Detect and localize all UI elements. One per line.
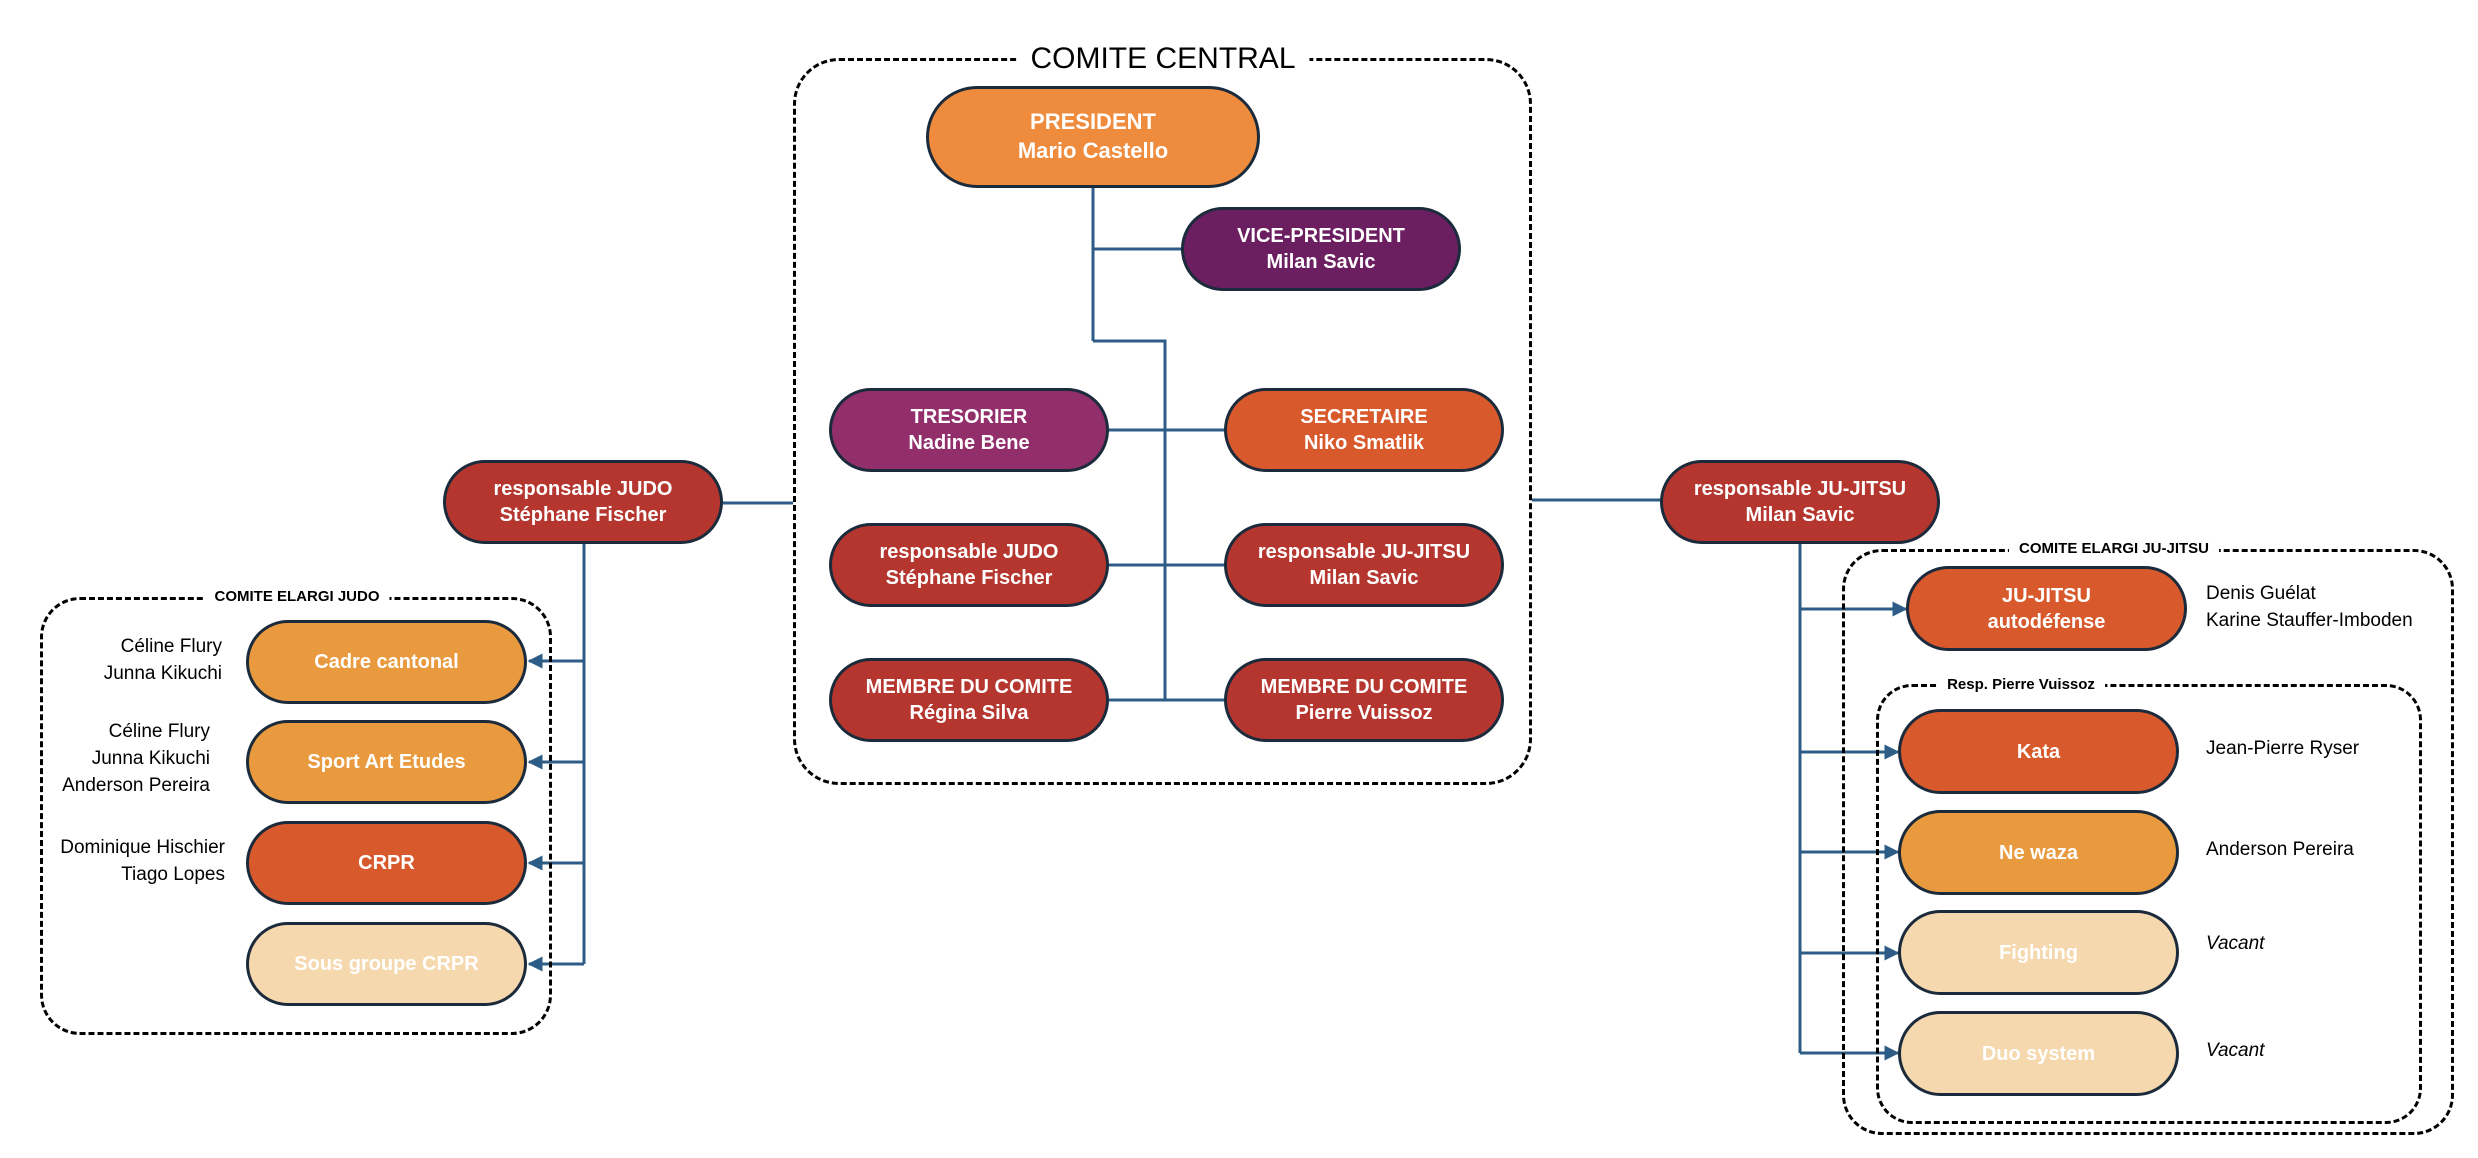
person-name: Karine Stauffer-Imboden bbox=[2206, 609, 2413, 631]
person-name: Junna Kikuchi bbox=[103, 662, 222, 684]
vice-president-node: VICE-PRESIDENT Milan Savic bbox=[1181, 207, 1461, 291]
central-resp-judo-name: Stéphane Fischer bbox=[885, 567, 1053, 589]
sport-art-etudes-people: Céline Flury Junna Kikuchi Anderson Pere… bbox=[62, 719, 210, 800]
fighting-node: Fighting bbox=[1898, 910, 2179, 995]
person-name: Anderson Pereira bbox=[62, 774, 210, 796]
tresorier-node: TRESORIER Nadine Bene bbox=[829, 388, 1109, 472]
comite-elargi-judo-title: COMITE ELARGI JUDO bbox=[204, 589, 390, 604]
jujitsu-autodefense-label1: JU-JITSU bbox=[2002, 584, 2091, 607]
judo-head-name: Stéphane Fischer bbox=[499, 504, 667, 526]
membre-comite-1-name: Régina Silva bbox=[909, 702, 1029, 724]
president-role: PRESIDENT bbox=[1030, 109, 1156, 135]
fighting-label: Fighting bbox=[1999, 941, 2078, 964]
membre-comite-2-node: MEMBRE DU COMITE Pierre Vuissoz bbox=[1224, 658, 1504, 742]
person-name: Dominique Hischier bbox=[60, 837, 225, 858]
central-resp-jujitsu-role: responsable JU-JITSU bbox=[1257, 541, 1471, 563]
sous-groupe-crpr-node: Sous groupe CRPR bbox=[246, 922, 527, 1006]
duo-system-label: Duo system bbox=[1981, 1042, 2096, 1065]
cadre-cantonal-label: Cadre cantonal bbox=[314, 651, 459, 673]
cadre-cantonal-node: Cadre cantonal bbox=[246, 620, 527, 704]
membre-comite-2-role: MEMBRE DU COMITE bbox=[1260, 676, 1468, 698]
kata-people: Jean-Pierre Ryser bbox=[2206, 738, 2360, 759]
membre-comite-2-name: Pierre Vuissoz bbox=[1295, 702, 1433, 724]
vice-president-name: Milan Savic bbox=[1266, 251, 1376, 273]
crpr-label: CRPR bbox=[358, 852, 415, 874]
central-resp-judo-node: responsable JUDO Stéphane Fischer bbox=[829, 523, 1109, 607]
resp-pierre-vuissoz-title: Resp. Pierre Vuissoz bbox=[1937, 677, 2105, 692]
membre-comite-1-node: MEMBRE DU COMITE Régina Silva bbox=[829, 658, 1109, 742]
jujitsu-head-name: Milan Savic bbox=[1745, 504, 1855, 526]
kata-label: Kata bbox=[2016, 740, 2061, 763]
president-name: Mario Castello bbox=[1017, 138, 1169, 163]
jujitsu-head-role: responsable JU-JITSU bbox=[1693, 478, 1907, 500]
judo-head-role: responsable JUDO bbox=[493, 478, 673, 500]
sous-groupe-crpr-label: Sous groupe CRPR bbox=[294, 953, 479, 975]
judo-head-node: responsable JUDO Stéphane Fischer bbox=[443, 460, 723, 544]
membre-comite-1-role: MEMBRE DU COMITE bbox=[865, 676, 1073, 698]
secretaire-name: Niko Smatlik bbox=[1303, 432, 1425, 454]
sport-art-etudes-label: Sport Art Etudes bbox=[307, 751, 466, 773]
crpr-node: CRPR bbox=[246, 821, 527, 905]
jujitsu-autodefense-label2: autodéfense bbox=[1987, 610, 2106, 633]
vice-president-role: VICE-PRESIDENT bbox=[1237, 225, 1405, 247]
president-node: PRESIDENT Mario Castello bbox=[926, 86, 1260, 188]
central-resp-jujitsu-node: responsable JU-JITSU Milan Savic bbox=[1224, 523, 1504, 607]
jujitsu-autodefense-node: JU-JITSU autodéfense bbox=[1906, 566, 2187, 651]
tresorier-name: Nadine Bene bbox=[908, 432, 1030, 454]
sport-art-etudes-node: Sport Art Etudes bbox=[246, 720, 527, 804]
central-committee-title: COMITE CENTRAL bbox=[1016, 44, 1310, 74]
fighting-people: Vacant bbox=[2206, 933, 2265, 954]
central-resp-jujitsu-name: Milan Savic bbox=[1309, 567, 1419, 589]
jujitsu-autodefense-people: Denis Guélat Karine Stauffer-Imboden bbox=[2206, 581, 2413, 635]
person-name: Céline Flury bbox=[120, 636, 222, 657]
tresorier-role: TRESORIER bbox=[910, 406, 1028, 428]
kata-node: Kata bbox=[1898, 709, 2179, 794]
secretaire-role: SECRETAIRE bbox=[1300, 406, 1428, 428]
duo-system-people: Vacant bbox=[2206, 1040, 2265, 1061]
ne-waza-people: Anderson Pereira bbox=[2206, 839, 2354, 860]
person-name: Tiago Lopes bbox=[121, 863, 225, 885]
comite-elargi-jujitsu-title: COMITE ELARGI JU-JITSU bbox=[2008, 541, 2220, 556]
resp-pierre-vuissoz-box bbox=[1876, 684, 2422, 1124]
duo-system-node: Duo system bbox=[1898, 1011, 2179, 1096]
central-resp-judo-role: responsable JUDO bbox=[879, 541, 1059, 563]
person-name: Denis Guélat bbox=[2206, 583, 2316, 604]
jujitsu-head-node: responsable JU-JITSU Milan Savic bbox=[1660, 460, 1940, 544]
crpr-people: Dominique Hischier Tiago Lopes bbox=[60, 835, 225, 889]
line-to-spine bbox=[1093, 339, 1167, 700]
secretaire-node: SECRETAIRE Niko Smatlik bbox=[1224, 388, 1504, 472]
ne-waza-label: Ne waza bbox=[1999, 841, 2078, 864]
ne-waza-node: Ne waza bbox=[1898, 810, 2179, 895]
cadre-cantonal-people: Céline Flury Junna Kikuchi bbox=[104, 634, 222, 688]
person-name: Céline Flury bbox=[108, 721, 210, 742]
person-name: Junna Kikuchi bbox=[91, 747, 210, 769]
